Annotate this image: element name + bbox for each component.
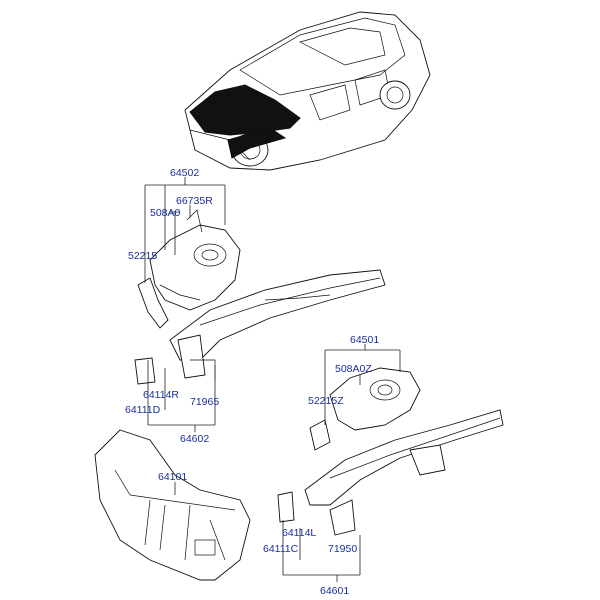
radiator-support-assembly [94, 429, 251, 581]
callout-64501[interactable]: 64501 [350, 334, 379, 346]
callout-66735R[interactable]: 66735R [176, 195, 213, 207]
callout-64111D[interactable]: 64111D [125, 404, 161, 416]
callout-64502[interactable]: 64502 [170, 167, 199, 179]
callout-64111C[interactable]: 64111C [263, 543, 299, 555]
callout-64114L[interactable]: 64114L [282, 527, 316, 539]
callout-52215Z[interactable]: 52215Z [308, 395, 344, 407]
callout-64601[interactable]: 64601 [320, 585, 349, 597]
callout-71950[interactable]: 71950 [328, 543, 357, 555]
callout-508A0Z[interactable]: 508A0Z [335, 363, 372, 375]
callout-508A0[interactable]: 508A0 [150, 207, 181, 219]
callout-52215[interactable]: 52215 [128, 250, 157, 262]
car-illustration [184, 11, 431, 171]
side-member-left [134, 269, 386, 385]
side-member-right [277, 409, 504, 536]
leader-lines [144, 177, 401, 582]
callout-71965[interactable]: 71965 [190, 396, 219, 408]
inner-panel-left-assembly [137, 209, 241, 329]
callout-64114R[interactable]: 64114R [143, 389, 179, 401]
inner-panel-right-assembly [309, 367, 421, 451]
callout-64602[interactable]: 64602 [180, 433, 209, 445]
callout-64101[interactable]: 64101 [158, 471, 187, 483]
